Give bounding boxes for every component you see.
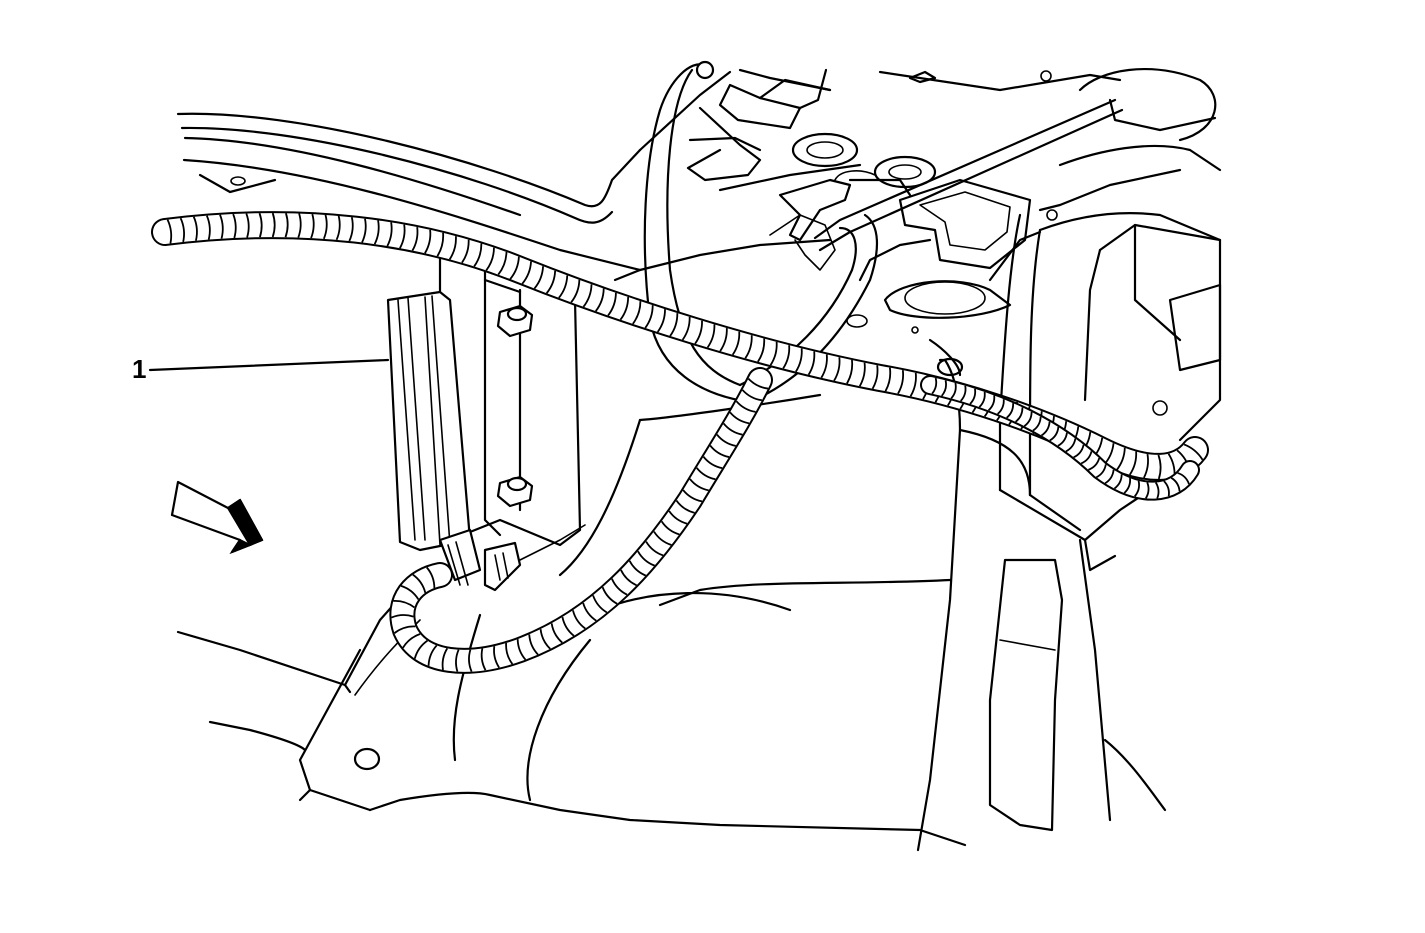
- body-panel-outlines: [176, 68, 1222, 852]
- convoluted-harness: [151, 211, 1209, 674]
- callout-1: 1: [132, 354, 390, 384]
- callout-label: 1: [132, 354, 146, 384]
- front-arrow-icon: [170, 480, 264, 555]
- upper-cable-loop: [643, 60, 1124, 404]
- control-module-bracket: [386, 253, 586, 592]
